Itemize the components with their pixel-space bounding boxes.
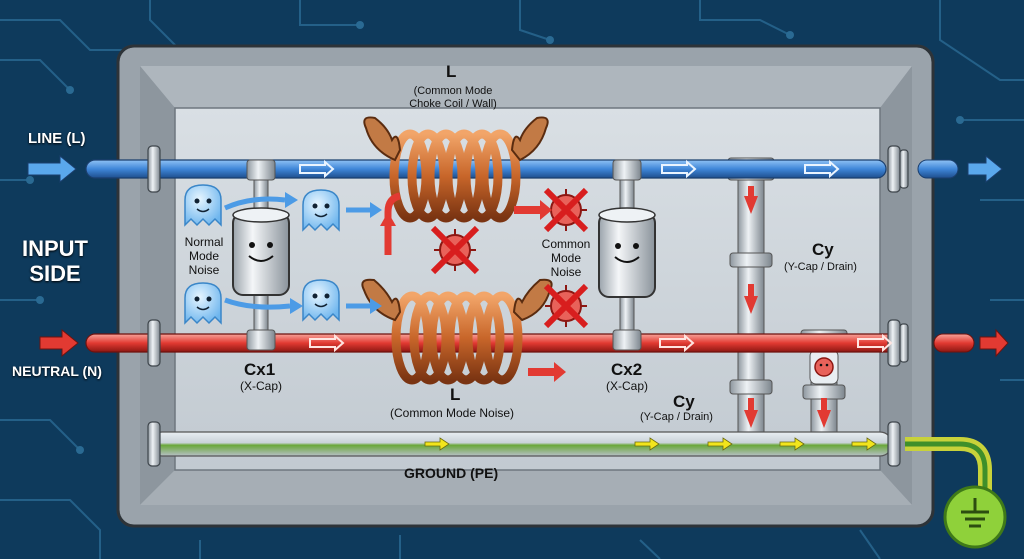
common-mode-noise-virus-icon	[430, 187, 834, 377]
input-side-label: INPUT SIDE	[22, 236, 88, 287]
choke-top-name: L	[446, 62, 457, 81]
ground-flow-arrows	[424, 437, 877, 451]
ground-label: GROUND (PE)	[404, 465, 499, 481]
neutral-output-arrow	[979, 328, 1009, 358]
cy-top-name: Cy	[812, 240, 834, 259]
cy-bottom-desc: (Y-Cap / Drain)	[640, 411, 713, 423]
cx1-name: Cx1	[244, 360, 276, 379]
line-direction-arrows	[299, 159, 840, 179]
normal-mode-arrowheads	[285, 192, 382, 314]
cy-bottom-name: Cy	[673, 392, 695, 411]
flexing-arm-icon	[361, 116, 553, 322]
common-mode-flow-arrows	[380, 186, 831, 428]
line-input-arrow	[27, 154, 77, 184]
choke-bottom-desc: (Common Mode Noise)	[390, 406, 515, 420]
cx1-capacitor	[232, 207, 290, 296]
ground-symbol-icon	[943, 485, 1007, 549]
cx2-desc: (X-Cap)	[606, 379, 649, 393]
line-output-arrow	[967, 154, 1003, 184]
pipe-flanges	[147, 145, 909, 467]
neutral-input-arrow	[39, 328, 79, 358]
cx2-capacitor	[598, 207, 656, 298]
normal-mode-noise-label: Normal Mode Noise	[184, 235, 224, 277]
cx1-desc: (X-Cap)	[240, 379, 283, 393]
neutral-label: NEUTRAL (N)	[12, 363, 102, 379]
choke-bottom-name: L	[450, 385, 461, 404]
choke-top-desc: (Common Mode Choke Coil / Wall)	[409, 85, 497, 110]
cx2-name: Cx2	[611, 360, 643, 379]
choke-coil-top	[389, 129, 521, 223]
neutral-direction-arrows	[309, 333, 893, 353]
normal-mode-flow-arrows	[223, 196, 370, 310]
line-label: LINE (L)	[28, 130, 86, 147]
cy-top-desc: (Y-Cap / Drain)	[784, 261, 857, 273]
neutral-pipe	[85, 333, 975, 353]
normal-mode-noise-ghost-icon	[184, 184, 340, 325]
choke-coil-bottom	[391, 291, 523, 385]
line-pipe	[85, 159, 959, 179]
common-mode-noise-label: Common Mode Noise	[541, 237, 591, 279]
